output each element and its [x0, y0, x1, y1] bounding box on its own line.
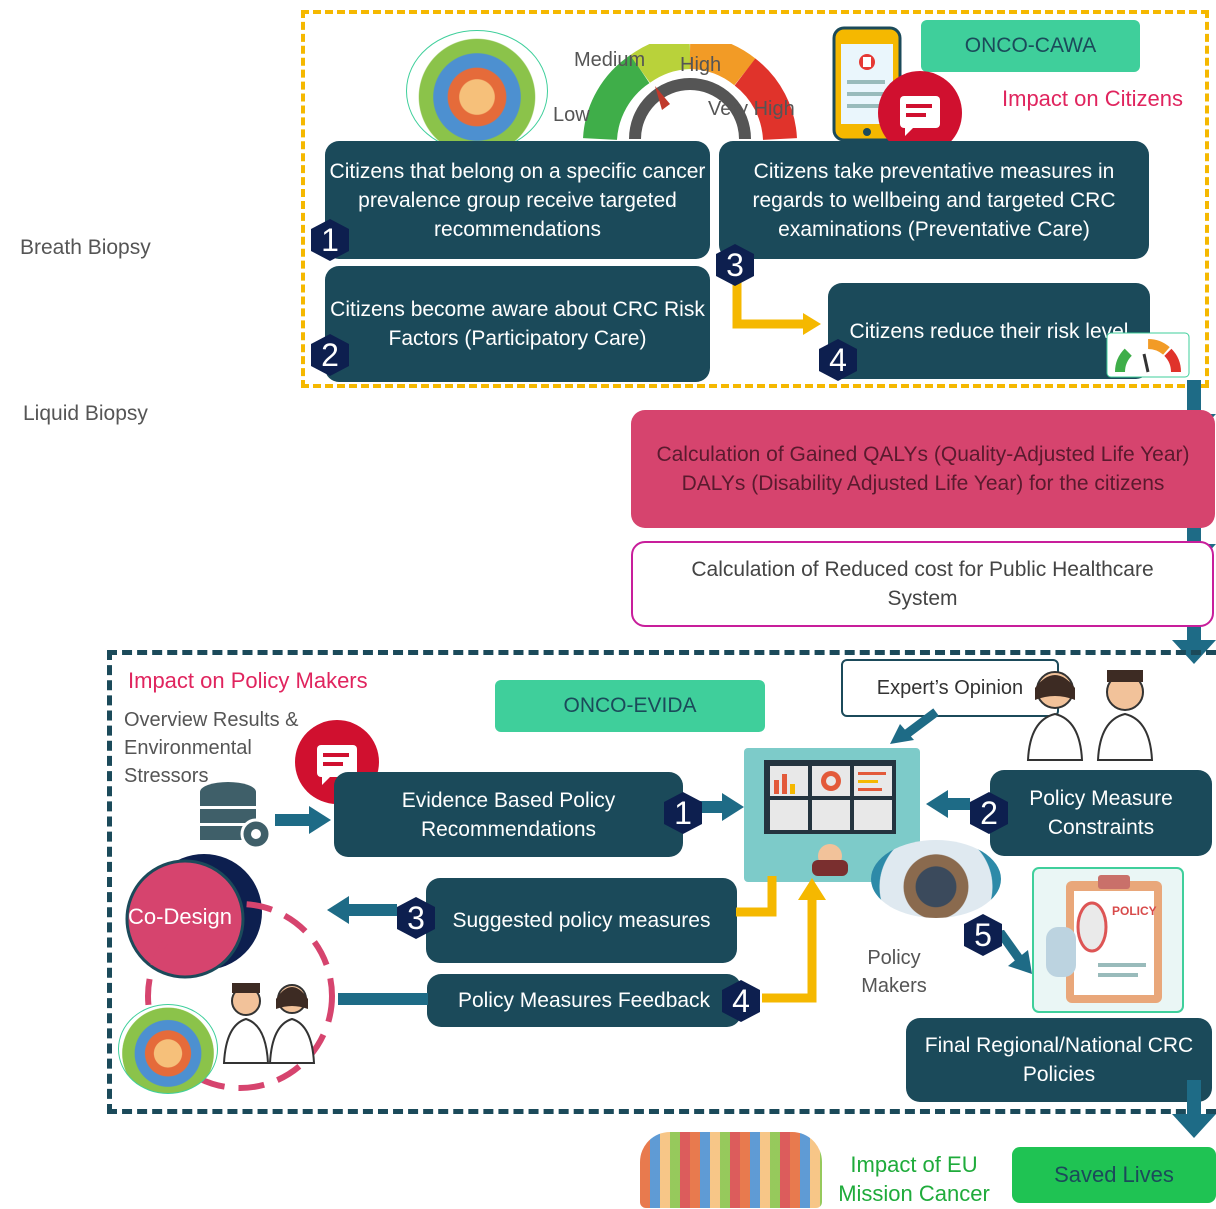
reduced-risk-gauge-icon: [1106, 332, 1190, 378]
database-settings-icon: [200, 782, 272, 850]
qaly-calculation-box: Calculation of Gained QALYs (Quality-Adj…: [631, 410, 1215, 528]
dashboard-charts-icon: [764, 760, 896, 876]
citizen-step-4-number: 4: [818, 338, 858, 382]
doctors-icon: [1026, 670, 1154, 761]
onco-cawa-tag: ONCO-CAWA: [921, 20, 1140, 72]
co-design-crowd-image: [118, 1004, 218, 1094]
policy-step-1-number: 1: [663, 791, 703, 835]
expert-arrow: [890, 708, 939, 744]
monitor-to-step-3-connector: [736, 876, 777, 917]
policy-step-3-number: 3: [396, 896, 436, 940]
policy-clipboard-icon: [1032, 867, 1184, 1013]
overview-results-text: Overview Results & Environmental Stresso…: [124, 709, 299, 787]
citizens-crowd-image: [406, 30, 548, 152]
co-design-circles: [125, 854, 335, 1091]
crowd-image: [640, 1132, 822, 1208]
eu-mission-impact-label: Impact of EU Mission Cancer: [838, 1152, 990, 1206]
breath-biopsy-label: Breath Biopsy: [20, 236, 151, 259]
policy-makers-label: Policy Makers: [861, 947, 927, 997]
step-3-to-4-arrow: [732, 280, 821, 335]
citizen-step-2-box: Citizens become aware about CRC Risk Fac…: [325, 266, 710, 382]
co-design-label: Co-Design: [128, 904, 232, 929]
citizen-step-2-number: 2: [310, 333, 350, 377]
gauge-high-label: High: [680, 54, 722, 76]
policy-frame: [107, 650, 1216, 1114]
citizen-step-4-box: Citizens reduce their risk level: [828, 283, 1150, 379]
policy-step-1-box: Evidence Based Policy Recommendations: [334, 772, 683, 857]
expert-opinion-box: Expert’s Opinion: [841, 659, 1059, 717]
citizens-frame: [301, 10, 1209, 388]
liquid-biopsy-label: Liquid Biopsy: [23, 402, 148, 425]
impact-on-policy-makers-title: Impact on Policy Makers: [128, 668, 368, 693]
citizen-step-1-number: 1: [310, 218, 350, 262]
policy-step-3-box: Suggested policy measures: [426, 878, 737, 963]
step-1-arrow: [700, 793, 744, 821]
cost-calculation-box: Calculation of Reduced cost for Public H…: [631, 541, 1214, 627]
policy-step-2-number: 2: [969, 791, 1009, 835]
policy-clipboard-label: POLICY: [1112, 904, 1157, 918]
impact-on-citizens-title: Impact on Citizens: [1002, 86, 1183, 111]
policy-makers-meeting-image: [871, 840, 1001, 918]
database-arrow: [275, 806, 331, 834]
step-4-to-monitor-connector: [762, 878, 826, 1003]
onco-evida-tag: ONCO-EVIDA: [495, 680, 765, 732]
final-policies-box: Final Regional/National CRC Policies: [906, 1018, 1212, 1102]
risk-gauge-icon: [583, 44, 797, 141]
citizen-step-3-box: Citizens take preventative measures in r…: [719, 141, 1149, 259]
gauge-low-label: Low: [553, 104, 590, 126]
down-arrow-4: [1172, 1080, 1216, 1138]
gauge-very-high-label: Very High: [708, 98, 795, 120]
saved-lives-box: Saved Lives: [1012, 1147, 1216, 1203]
policy-step-4-box: Policy Measures Feedback: [427, 974, 741, 1027]
policy-step-4-number: 4: [721, 979, 761, 1023]
step-2-arrow: [926, 790, 970, 818]
gauge-medium-label: Medium: [574, 49, 646, 71]
message-icon: [878, 71, 962, 155]
policy-step-5-number: 5: [963, 913, 1003, 957]
step-3-arrow: [327, 896, 397, 924]
co-design-doctors-icon: [222, 983, 316, 1064]
citizen-step-1-box: Citizens that belong on a specific cance…: [325, 141, 710, 259]
feedback-connector-line: [338, 993, 428, 1005]
step-5-arrow: [998, 930, 1032, 974]
citizen-step-3-number: 3: [715, 243, 755, 287]
policy-step-2-box: Policy Measure Constraints: [990, 770, 1212, 856]
